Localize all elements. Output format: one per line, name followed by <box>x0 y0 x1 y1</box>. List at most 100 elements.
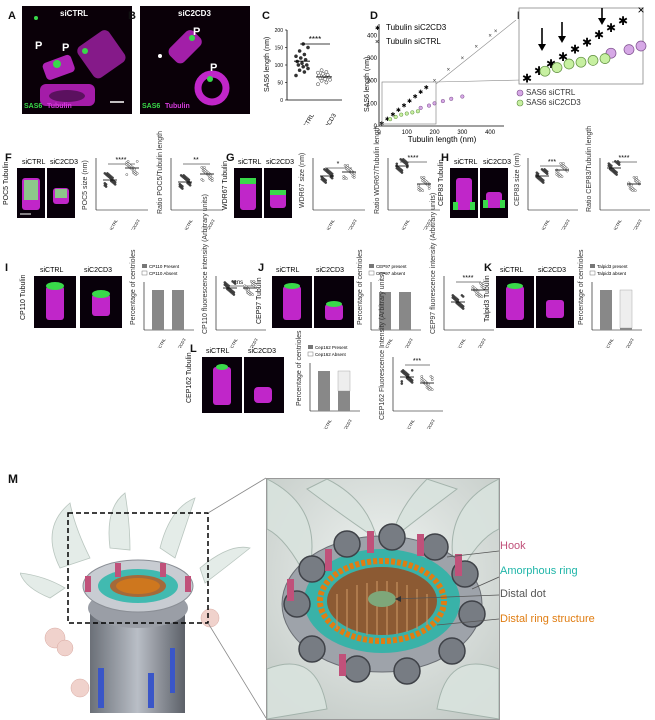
x-tick: siCTRL <box>540 218 551 230</box>
data-point <box>541 181 545 184</box>
panel-letter-a: A <box>8 10 16 22</box>
micro-label: siCTRL <box>454 159 478 166</box>
data-point <box>252 280 256 283</box>
data-point <box>617 163 621 166</box>
panel-letter-k: K <box>484 262 492 274</box>
panel-letter-l: L <box>190 343 197 355</box>
data-point <box>203 166 206 169</box>
legend-entry: CEP97 present <box>376 264 407 269</box>
data-point <box>298 56 303 60</box>
x-tick: siC2CD3 <box>246 337 259 348</box>
y-tick-label: 300 <box>367 56 378 62</box>
chart-l2: *** siCTRL siC2CD3 <box>392 357 443 429</box>
data-point: ✱ <box>396 107 401 114</box>
data-point <box>635 40 647 52</box>
x-tick-label: 0 <box>377 130 381 136</box>
panel-letter-i: I <box>5 262 9 274</box>
data-point: × <box>461 56 465 62</box>
x-tick: siC2CD3 <box>622 337 635 348</box>
y-tick-label: 200 <box>275 28 284 34</box>
panel-letter-m: M <box>8 472 18 486</box>
data-point <box>449 96 454 101</box>
data-point <box>304 63 309 67</box>
y-label: Percentage of centrioles <box>578 249 585 326</box>
data-point <box>404 111 409 116</box>
panel-letter-h: H <box>441 152 449 164</box>
legend-entry: Cep162 Present <box>315 345 348 350</box>
data-point <box>410 369 414 372</box>
data-point <box>111 176 114 180</box>
data-point <box>461 295 465 298</box>
data-point <box>440 99 445 104</box>
x-tick: siC2CD3 <box>423 418 436 429</box>
data-point <box>188 184 192 187</box>
x-tick: siCTRL <box>604 337 615 348</box>
data-point <box>201 179 205 182</box>
x-tick: siCTRL <box>456 337 467 348</box>
data-point <box>187 178 191 182</box>
data-point <box>324 80 329 85</box>
data-point: ✱ <box>401 103 406 110</box>
data-point: × <box>433 79 437 85</box>
data-point <box>306 45 310 50</box>
micrograph-h-ctrl <box>450 168 478 218</box>
data-point: ✱ <box>558 50 568 64</box>
data-point <box>415 109 420 114</box>
chart-i1: CP110 Present CP110 Absent siCTRL siC2CD… <box>141 264 194 348</box>
y-label: Ratio CEP83/Tubulin length <box>586 125 593 212</box>
panel-letter-g: G <box>226 152 235 164</box>
stain-label-h: CEP83 Tubulin <box>438 159 445 206</box>
centriole-model-zoom <box>266 478 500 720</box>
chart-h2: **** siCTRL siC2CD3 <box>599 155 650 230</box>
legend-entry: CP110 Present <box>149 264 180 269</box>
data-point <box>395 162 399 166</box>
chart-j2: **** siCTRL siC2CD3 <box>443 275 494 348</box>
y-tick-label: 0 <box>374 124 378 130</box>
stain-label-i: CP110 Tubulin <box>20 274 27 320</box>
y-label-d: SAS6 length (nm) <box>364 56 371 112</box>
data-point <box>302 52 307 57</box>
data-point <box>405 161 409 164</box>
data-point <box>113 180 117 184</box>
y-label: CEP97 fluorescence intensity (Arbitrary … <box>430 192 437 334</box>
significance: * <box>337 161 340 168</box>
data-point <box>456 298 460 302</box>
legend-entry-e: SAS6 siCTRL <box>526 88 576 97</box>
micrograph-l-kd <box>244 357 284 413</box>
stain-label-f: POC5 Tubulin <box>3 161 10 205</box>
micrograph-title-b: siC2CD3 <box>178 9 211 18</box>
data-point <box>320 71 325 76</box>
data-point: ✱ <box>385 116 390 123</box>
x-tick: siC2CD3 <box>630 218 643 230</box>
micrograph-i-kd <box>80 276 122 328</box>
y-tick-label: 200 <box>367 79 378 85</box>
y-label: CEP83 size (nm) <box>514 153 521 206</box>
callout-distal-dot: Distal dot <box>500 588 546 600</box>
data-point <box>427 184 431 188</box>
y-tick-label: 150 <box>275 46 284 52</box>
data-point <box>294 73 298 78</box>
y-tick-label: 0 <box>280 98 283 104</box>
data-point <box>352 173 356 177</box>
x-tick: siCTRL <box>228 337 239 348</box>
legend-entry-e: SAS6 siC2CD3 <box>526 98 581 107</box>
legend-tubulin: Tubulin <box>47 103 72 110</box>
data-point <box>297 68 302 73</box>
data-point <box>422 176 426 179</box>
significance: ** <box>193 157 199 164</box>
y-label: CP110 fluorescence intensity (Arbitrary … <box>202 194 209 334</box>
data-point <box>210 177 214 180</box>
micrograph-k-kd <box>536 276 574 328</box>
x-tick: siCTRL <box>156 337 167 348</box>
legend-sas6: SAS6 <box>142 103 161 110</box>
data-point <box>410 381 414 384</box>
data-point: ✱ <box>606 21 616 35</box>
data-point <box>406 373 410 377</box>
data-point: ✱ <box>618 14 628 28</box>
micrograph-k-ctrl <box>496 276 534 328</box>
micrograph-f-kd <box>47 168 75 218</box>
legend-entry: Cep162 Absent <box>315 352 347 357</box>
y-label: Percentage of centrioles <box>357 249 364 326</box>
data-point <box>430 378 434 382</box>
